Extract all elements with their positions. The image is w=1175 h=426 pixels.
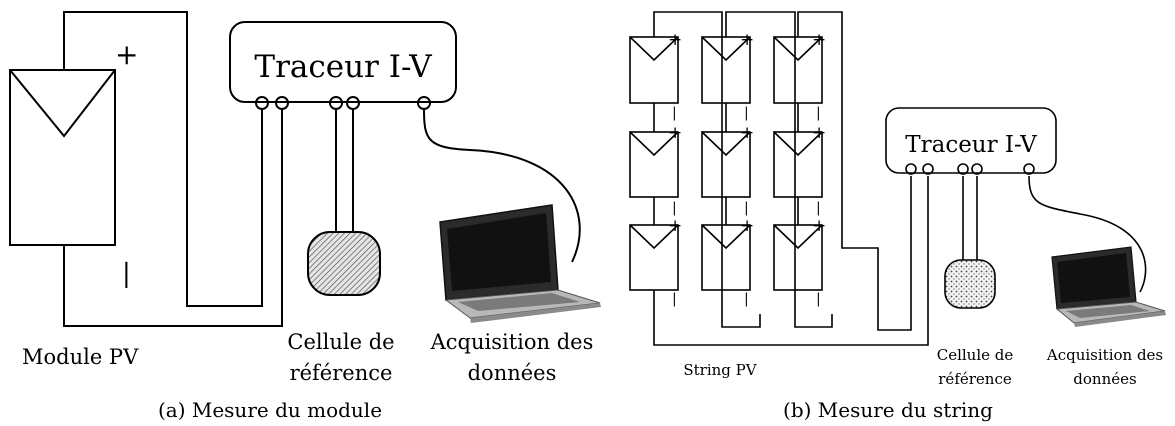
- caption-b: (b) Mesure du string: [783, 398, 993, 422]
- pv-module: [701, 224, 751, 291]
- plus-sign: +: [668, 123, 682, 143]
- minus-sign: |: [672, 291, 677, 307]
- panel-b: + + + + + + + + + | | | | | | | | | Trac…: [629, 11, 1166, 422]
- polarity-marks: + + + + + + + + + | | | | | | | | |: [668, 30, 826, 307]
- wire-to-laptop-b: [1028, 175, 1147, 293]
- minus-sign: |: [672, 105, 677, 121]
- plus-sign: +: [740, 216, 754, 236]
- panel-a: + | Traceur I-V Module PV: [9, 11, 601, 422]
- pv-module-body: [9, 69, 116, 246]
- minus-sign: |: [816, 200, 821, 216]
- wire-module-positive: [63, 11, 263, 307]
- plus-sign: +: [668, 216, 682, 236]
- string-label: String PV: [683, 361, 757, 379]
- acquisition-label-line2: données: [468, 361, 557, 385]
- acquisition-label-line2: données: [1073, 370, 1136, 388]
- minus-sign: |: [744, 200, 749, 216]
- ref-cell-label-line1: Cellule de: [937, 346, 1014, 364]
- minus-sign: |: [672, 200, 677, 216]
- pv-module-a: [9, 69, 116, 246]
- caption-a: (a) Mesure du module: [158, 398, 382, 422]
- iv-tracer-a: Traceur I-V: [229, 21, 457, 110]
- ref-cell-label-line2: référence: [938, 370, 1012, 388]
- module-label: Module PV: [22, 345, 139, 369]
- pv-module: [629, 131, 679, 198]
- tracer-box: [885, 107, 1057, 174]
- ref-cell-label-line1: Cellule de: [287, 330, 394, 354]
- terminal: [255, 96, 269, 110]
- pv-module: [629, 224, 679, 291]
- wire-to-laptop-a: [423, 109, 581, 263]
- pv-module: [773, 36, 823, 104]
- plus-sign: +: [812, 123, 826, 143]
- tracer-label: Traceur I-V: [254, 49, 432, 85]
- terminal: [417, 96, 431, 110]
- laptop-a: [439, 204, 601, 323]
- pv-module: [701, 36, 751, 104]
- tracer-label: Traceur I-V: [905, 132, 1037, 158]
- plus-sign: +: [740, 123, 754, 143]
- wire-module-negative: [63, 110, 283, 327]
- terminal: [957, 163, 969, 175]
- plus-sign: +: [668, 30, 682, 50]
- acquisition-label-line1: Acquisition des: [1046, 346, 1163, 364]
- terminal: [1023, 163, 1035, 175]
- minus-sign: |: [816, 105, 821, 121]
- wire-string-negative: [653, 176, 929, 346]
- acquisition-label-line1: Acquisition des: [430, 330, 594, 354]
- terminal: [905, 163, 917, 175]
- reference-cell-a: [307, 231, 381, 296]
- minus-sign: |: [744, 105, 749, 121]
- terminal: [275, 96, 289, 110]
- pv-module: [773, 224, 823, 291]
- plus-sign: +: [812, 216, 826, 236]
- tracer-box: [229, 21, 457, 103]
- pv-module-triangle: [9, 69, 116, 138]
- terminal: [346, 96, 360, 110]
- pv-module: [773, 131, 823, 198]
- pv-string: [629, 36, 823, 291]
- plus-sign: +: [812, 30, 826, 50]
- plus-sign: +: [115, 38, 138, 71]
- laptop-b: [1051, 246, 1166, 327]
- wire-string-link-2: [725, 11, 833, 328]
- reference-cell-b: [944, 259, 996, 309]
- plus-sign: +: [740, 30, 754, 50]
- minus-sign: |: [744, 291, 749, 307]
- iv-tracer-b: Traceur I-V: [885, 107, 1057, 175]
- terminal: [971, 163, 983, 175]
- terminal: [922, 163, 934, 175]
- wire-string-link-1: [653, 11, 761, 328]
- minus-sign: |: [122, 259, 131, 289]
- minus-sign: |: [816, 291, 821, 307]
- pv-module: [701, 131, 751, 198]
- wire-string-top: [797, 11, 843, 195]
- wire-string-positive: [841, 176, 912, 331]
- terminal: [329, 96, 343, 110]
- pv-module: [629, 36, 679, 104]
- ref-cell-label-line2: référence: [290, 361, 393, 385]
